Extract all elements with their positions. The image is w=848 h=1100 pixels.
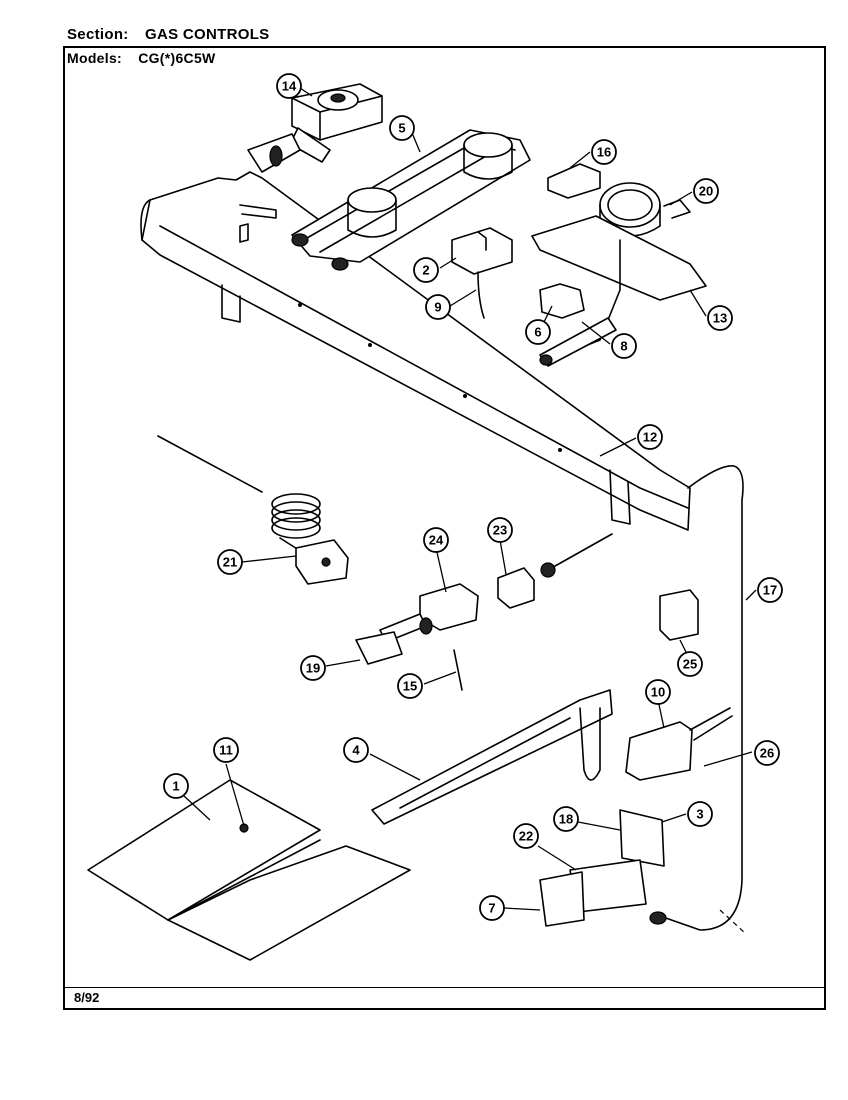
callout-14: 14 [276,73,302,99]
section-heading: Section: GAS CONTROLS [67,26,269,43]
pressure-regulator [239,83,383,243]
callout-3: 3 [687,801,713,827]
spark-module [659,589,699,641]
models-heading: Models: CG(*)6C5W [67,50,216,66]
callout-1: 1 [163,773,189,799]
callout-16: 16 [591,139,617,165]
valve-switch [539,283,617,367]
callout-15-label: 15 [403,679,417,694]
callout-9-label: 9 [434,300,441,315]
callout-5: 5 [389,115,415,141]
callout-5-label: 5 [398,121,405,136]
callout-9: 9 [425,294,451,320]
callout-24-label: 24 [429,533,444,548]
oven-gas-valve [355,533,613,691]
callout-4-label: 4 [352,743,360,758]
callout-7: 7 [479,895,505,921]
callout-18: 18 [553,806,579,832]
callout-25: 25 [677,651,703,677]
callout-15: 15 [397,673,423,699]
callout-2: 2 [413,257,439,283]
callout-24: 24 [423,527,449,553]
igniter-bracket [451,227,513,319]
callout-19: 19 [300,655,326,681]
burner-baffle [87,779,411,961]
oven-thermostat [157,435,349,585]
callout-1-label: 1 [172,779,179,794]
callout-12-label: 12 [643,430,657,445]
section-label: Section: [67,26,129,43]
callout-25-label: 25 [683,657,697,672]
callout-8-label: 8 [620,339,627,354]
safety-valve-assembly [539,809,667,927]
footer-divider [63,987,826,988]
callout-20-label: 20 [699,184,713,199]
callout-11-label: 11 [219,743,233,758]
callout-10-label: 10 [651,685,665,700]
manifold-pipe [140,171,691,531]
date-code: 8/92 [74,990,100,1005]
section-value: GAS CONTROLS [145,26,270,43]
pilot-tubing [659,465,747,935]
callout-11: 11 [213,737,239,763]
callout-7-label: 7 [488,901,495,916]
callout-16-label: 16 [597,145,611,160]
callout-13: 13 [707,305,733,331]
clock-timer-assembly [531,163,707,361]
callout-23: 23 [487,517,513,543]
models-label: Models: [67,50,122,66]
callout-22-label: 22 [519,829,533,844]
callout-20: 20 [693,178,719,204]
callout-17: 17 [757,577,783,603]
callout-22: 22 [513,823,539,849]
leader-lines [183,87,757,911]
callout-6: 6 [525,319,551,345]
callout-26: 26 [754,740,780,766]
callout-13-label: 13 [713,311,727,326]
diagram-frame [63,46,826,1010]
callout-17-label: 17 [763,583,777,598]
callout-19-label: 19 [306,661,320,676]
models-value: CG(*)6C5W [138,50,216,66]
callout-21-label: 21 [223,555,237,570]
callout-8: 8 [611,333,637,359]
oven-burner [371,689,733,825]
callout-23-label: 23 [493,523,507,538]
callout-26-label: 26 [760,746,774,761]
callout-6-label: 6 [534,325,541,340]
callout-12: 12 [637,424,663,450]
top-burner-pair [291,129,531,271]
callout-4: 4 [343,737,369,763]
callout-3-label: 3 [696,807,703,822]
callout-14-label: 14 [282,79,297,94]
callout-2-label: 2 [422,263,429,278]
callout-21: 21 [217,549,243,575]
callout-10: 10 [645,679,671,705]
callout-18-label: 18 [559,812,573,827]
